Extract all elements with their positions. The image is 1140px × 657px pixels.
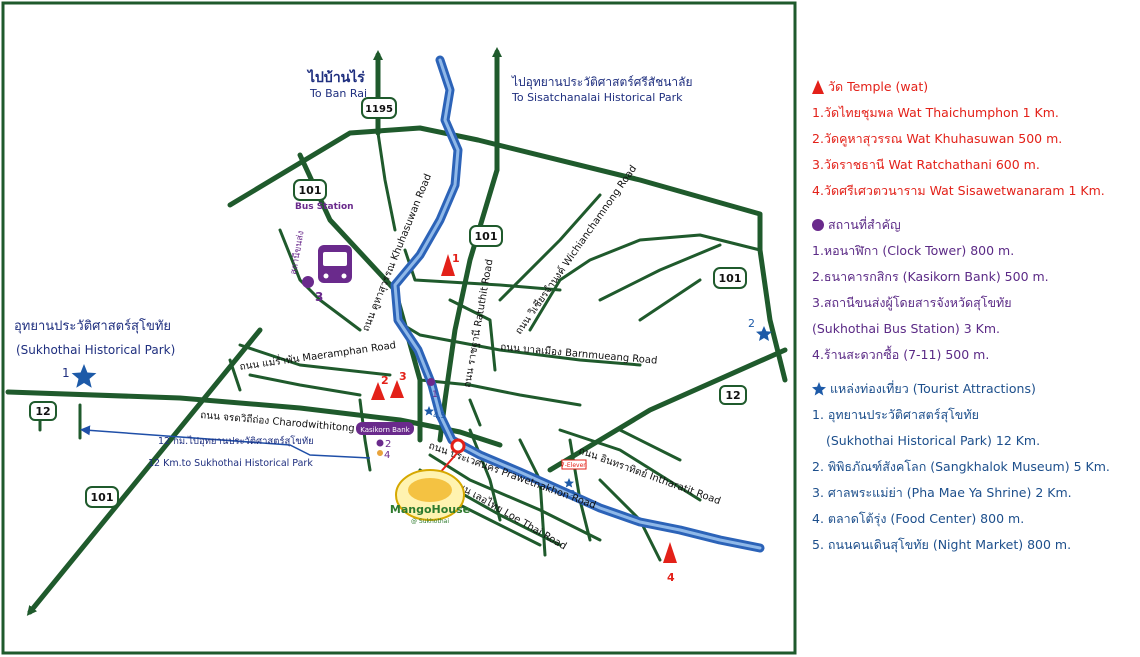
- route-shield-12-east: 12: [719, 385, 747, 405]
- star-icon: [424, 406, 434, 416]
- svg-text:101: 101: [299, 184, 322, 197]
- place-dot-icon: [376, 439, 384, 447]
- bus-station-label: Bus Station: [295, 202, 354, 212]
- route-shield-101-d: 101: [85, 486, 119, 508]
- temple-marker-4: 4: [663, 542, 677, 584]
- road-101-southwest: [26, 327, 263, 616]
- label-historical-park-th: อุทยานประวัติศาสตร์สุโขทัย: [14, 318, 171, 334]
- legend-attraction-item: (Sukhothai Historical Park) 12 Km.: [826, 433, 1041, 448]
- direction-label-th: 12 กม.ไปอุทยานประวัติศาสตร์สุโขทัย: [158, 435, 314, 447]
- place-number-attr-2: 2: [748, 317, 755, 330]
- legend-attraction-item: 2. พิพิธภัณฑ์สังคโลก (Sangkhalok Museum)…: [812, 459, 1110, 474]
- road-label-barnmueang: ถนน บาลเมือง Barnmueang Road: [500, 341, 658, 367]
- label-to-ban-rai-en: To Ban Rai: [309, 87, 367, 100]
- svg-text:3: 3: [399, 370, 407, 383]
- legend-temple-item: 1.วัดไทยชุมพล Wat Thaichumphon 1 Km.: [812, 105, 1059, 120]
- place-dot-icon: [427, 378, 435, 386]
- svg-text:12: 12: [725, 389, 740, 402]
- legend-attraction-item: 4. ตลาดโต้รุ่ง (Food Center) 800 m.: [812, 511, 1025, 526]
- legend-temple-item: 3.วัดราชธานี Wat Ratchathani 600 m.: [812, 157, 1040, 172]
- svg-text:101: 101: [719, 272, 742, 285]
- bus-marker-number: 3: [315, 290, 323, 304]
- legend-places-heading: สถานที่สำคัญ: [812, 212, 1138, 238]
- svg-text:101: 101: [91, 491, 114, 504]
- legend-attractions-heading: แหล่งท่องเที่ยว (Tourist Attractions): [812, 376, 1138, 402]
- legend-attraction-item: 1. อุทยานประวัติศาสตร์สุโขทัย: [812, 407, 979, 422]
- place-dot-icon: [812, 219, 824, 231]
- star-icon: [564, 478, 574, 488]
- legend-place-item: 2.ธนาคารกสิกร (Kasikorn Bank) 500 m.: [812, 269, 1049, 284]
- map-legend: วัด Temple (wat) 1.วัดไทยชุมพล Wat Thaic…: [812, 74, 1138, 558]
- svg-text:1195: 1195: [365, 104, 393, 115]
- bus-icon: [318, 245, 352, 283]
- place-number-attr-4: 4: [384, 450, 390, 461]
- historical-park-number: 1: [62, 366, 70, 380]
- place-dot-icon: [377, 450, 383, 456]
- direction-label-en: 12 Km.to Sukhothai Historical Park: [148, 458, 313, 469]
- legend-temple-item: 2.วัดคูหาสุวรรณ Wat Khuhasuwan 500 m.: [812, 131, 1063, 146]
- place-number-clock: 1: [432, 390, 438, 400]
- road-label-wichianchamnong: ถนน วิเชียรจำนงค์ Wichianchamnong Road: [513, 163, 640, 337]
- svg-text:MangoHouse: MangoHouse: [390, 503, 470, 516]
- svg-text:2: 2: [381, 374, 389, 387]
- seven-eleven-marker: 7-Eleven: [561, 459, 587, 470]
- svg-text:7-Eleven: 7-Eleven: [561, 462, 587, 469]
- star-icon: [71, 364, 97, 388]
- place-number-attr-45: 4,5: [433, 411, 446, 420]
- kasikorn-badge: Kasikorn Bank: [356, 422, 414, 435]
- svg-text:101: 101: [475, 230, 498, 243]
- star-icon: [756, 326, 772, 341]
- route-shield-101-b: 101: [469, 225, 503, 247]
- direction-arrow: 12 กม.ไปอุทยานประวัติศาสตร์สุโขทัย 12 Km…: [80, 425, 371, 469]
- label-to-si-satchanalai-en: To Sisatchanalai Historical Park: [511, 91, 683, 104]
- legend-place-item: 4.ร้านสะดวกซื้อ (7-11) 500 m.: [812, 347, 990, 362]
- legend-temple-item: 4.วัดศรีเศวตวนาราม Wat Sisawetwanaram 1 …: [812, 183, 1105, 198]
- svg-text:@ Sukhothai: @ Sukhothai: [411, 518, 449, 525]
- bus-station-side-label: สถานีขนส่ง: [288, 230, 307, 276]
- legend-attraction-item: 5. ถนนคนเดินสุโขทัย (Night Market) 800 m…: [812, 537, 1072, 552]
- legend-attraction-item: 3. ศาลพระแม่ย่า (Pha Mae Ya Shrine) 2 Km…: [812, 485, 1072, 500]
- route-shield-101-c: 101: [713, 267, 747, 289]
- temple-icon: [371, 382, 385, 400]
- legend-place-item: 3.สถานีขนส่งผู้โดยสารจังหวัดสุโขทัย: [812, 295, 1012, 310]
- legend-temples-heading: วัด Temple (wat): [812, 74, 1138, 100]
- road-12-east: [547, 347, 788, 473]
- place-dot-icon: [302, 276, 314, 288]
- road-12-west: [5, 389, 503, 448]
- place-number-attr-3: 3: [570, 489, 575, 498]
- label-to-si-satchanalai-th: ไปอุทยานประวัติศาสตร์ศรีสัชนาลัย: [511, 75, 693, 90]
- road-label-intharatit: ถนน อินทราทิตย์ Intharatit Road: [577, 445, 722, 508]
- svg-text:Kasikorn Bank: Kasikorn Bank: [360, 426, 410, 434]
- legend-place-item: (Sukhothai Bus Station) 3 Km.: [812, 321, 1001, 336]
- route-shield-101-a: 101: [293, 179, 327, 201]
- map-frame: [1, 1, 797, 655]
- road-101-north: [227, 125, 788, 383]
- svg-text:4: 4: [667, 571, 675, 584]
- minor-roads: [38, 131, 762, 562]
- place-number-bank: 2: [385, 439, 391, 450]
- svg-text:1: 1: [452, 252, 460, 265]
- temple-icon: [812, 80, 824, 94]
- legend-place-item: 1.หอนาฬิกา (Clock Tower) 800 m.: [812, 243, 1015, 258]
- hotel-logo: MangoHouse @ Sukhothai: [390, 469, 470, 525]
- temple-marker-3: 3: [390, 370, 407, 398]
- temple-marker-2: 2: [371, 374, 389, 400]
- star-icon: [812, 382, 826, 396]
- label-historical-park-en: (Sukhothai Historical Park): [16, 343, 175, 357]
- temple-marker-1: 1: [441, 252, 460, 276]
- temple-icon: [441, 254, 455, 276]
- temple-icon: [663, 542, 677, 563]
- temple-icon: [390, 380, 404, 398]
- label-to-ban-rai-th: ไปบ้านไร่: [306, 68, 365, 86]
- route-shield-12-west: 12: [29, 401, 57, 421]
- route-shield-1195: 1195: [361, 97, 397, 119]
- svg-text:12: 12: [35, 405, 50, 418]
